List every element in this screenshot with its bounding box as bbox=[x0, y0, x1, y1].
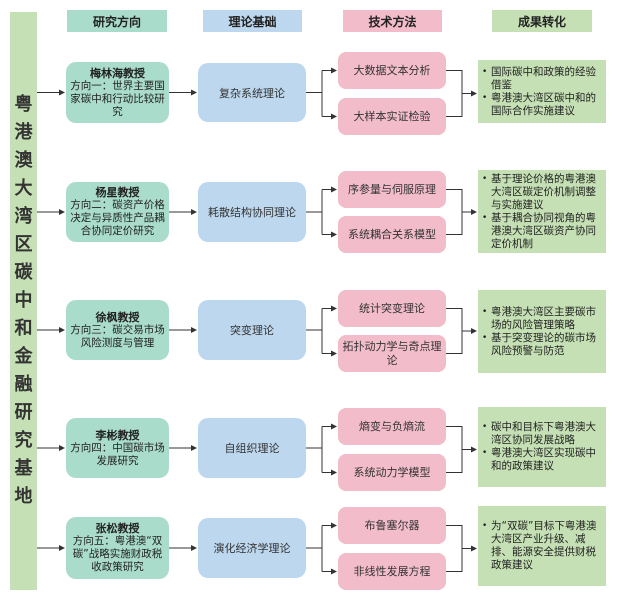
theory-box: 演化经济学理论 bbox=[198, 518, 306, 578]
result-item: 粤港澳大湾区碳中和的国际合作实施建议 bbox=[482, 92, 603, 118]
title-char: 港 bbox=[14, 122, 33, 143]
connector-arrow bbox=[446, 525, 463, 572]
title-char: 研 bbox=[14, 402, 33, 423]
connector-arrow bbox=[446, 426, 463, 473]
method-box: 拓扑动力学与奇点理论 bbox=[338, 335, 446, 372]
method-box: 布鲁塞尔器 bbox=[338, 507, 446, 544]
theory-box: 复杂系统理论 bbox=[198, 63, 306, 122]
result-box: 为“双碳”目标下粤港澳大湾区产业升级、减排、能源安全提供财税政策建议 bbox=[478, 506, 606, 586]
method-box: 大数据文本分析 bbox=[338, 52, 446, 89]
header-result: 成果转化 bbox=[492, 10, 592, 32]
result-item: 粤港澳大湾区主要碳市场的风险管理策略 bbox=[482, 306, 603, 332]
method-box: 熵变与负熵流 bbox=[338, 408, 446, 445]
result-item: 基于突变理论的碳市场风险预警与防范 bbox=[482, 332, 603, 358]
direction-box: 杨星教授 方向二：碳资产价格决定与异质性产品耦合协同定价研究 bbox=[66, 182, 169, 242]
direction-box: 梅林海教授 方向一：世界主要国家碳中和行动比较研究 bbox=[66, 62, 169, 123]
result-box: 国际碳中和政策的经验借鉴粤港澳大湾区碳中和的国际合作实施建议 bbox=[478, 60, 606, 123]
method-box: 大样本实证检验 bbox=[338, 98, 446, 135]
title-char: 粤 bbox=[14, 94, 33, 115]
title-char: 大 bbox=[14, 178, 33, 199]
header-direction: 研究方向 bbox=[67, 10, 167, 32]
connector-arrow bbox=[446, 189, 463, 235]
method-box: 序参量与伺服原理 bbox=[338, 171, 446, 208]
result-item: 碳中和目标下粤港澳大湾区协同发展战略 bbox=[482, 421, 603, 447]
direction-text: 方向三：碳交易市场风险测度与管理 bbox=[70, 323, 165, 349]
connector-arrow bbox=[446, 70, 463, 117]
header-method: 技术方法 bbox=[343, 10, 442, 32]
professor-name: 杨星教授 bbox=[95, 186, 140, 199]
method-box: 系统耦合关系模型 bbox=[338, 216, 446, 253]
title-char: 地 bbox=[14, 486, 33, 507]
result-list: 为“双碳”目标下粤港澳大湾区产业升级、减排、能源安全提供财税政策建议 bbox=[482, 520, 603, 572]
result-list: 国际碳中和政策的经验借鉴粤港澳大湾区碳中和的国际合作实施建议 bbox=[482, 66, 603, 118]
direction-box: 徐枫教授 方向三：碳交易市场风险测度与管理 bbox=[66, 300, 169, 360]
title-char: 区 bbox=[14, 234, 33, 255]
direction-text: 方向一：世界主要国家碳中和行动比较研究 bbox=[70, 79, 165, 118]
result-list: 粤港澳大湾区主要碳市场的风险管理策略基于突变理论的碳市场风险预警与防范 bbox=[482, 306, 603, 358]
title-char: 湾 bbox=[14, 206, 33, 227]
direction-box: 李彬教授 方向四：中国碳市场发展研究 bbox=[66, 418, 169, 478]
theory-box: 耗散结构协同理论 bbox=[198, 182, 306, 242]
result-item: 粤港澳大湾区实现碳中和的政策建议 bbox=[482, 447, 603, 473]
result-box: 粤港澳大湾区主要碳市场的风险管理策略基于突变理论的碳市场风险预警与防范 bbox=[478, 290, 606, 373]
theory-box: 自组织理论 bbox=[198, 418, 306, 478]
result-box: 基于理论价格的粤港澳大湾区碳定价机制调整与实施建议基于耦合协同视角的粤港澳大湾区… bbox=[478, 170, 606, 253]
title-char: 金 bbox=[14, 346, 33, 367]
title-char: 基 bbox=[14, 458, 33, 479]
connector-arrow bbox=[446, 308, 463, 354]
base-title-bar: 粤港澳大湾区碳中和金融研究基地 bbox=[10, 12, 37, 590]
professor-name: 张松教授 bbox=[95, 522, 140, 535]
direction-box: 张松教授 方向五：粤港澳“双碳”战略实施财政税收政策研究 bbox=[66, 517, 169, 579]
theory-box: 突变理论 bbox=[198, 300, 306, 360]
result-list: 基于理论价格的粤港澳大湾区碳定价机制调整与实施建议基于耦合协同视角的粤港澳大湾区… bbox=[482, 173, 603, 251]
result-item: 国际碳中和政策的经验借鉴 bbox=[482, 66, 603, 92]
direction-text: 方向四：中国碳市场发展研究 bbox=[70, 441, 165, 467]
direction-text: 方向五：粤港澳“双碳”战略实施财政税收政策研究 bbox=[72, 535, 163, 573]
result-list: 碳中和目标下粤港澳大湾区协同发展战略粤港澳大湾区实现碳中和的政策建议 bbox=[482, 421, 603, 473]
method-box: 系统动力学模型 bbox=[338, 454, 446, 491]
title-char: 融 bbox=[14, 374, 33, 395]
title-char: 中 bbox=[14, 290, 33, 311]
title-char: 和 bbox=[14, 318, 33, 339]
professor-name: 李彬教授 bbox=[95, 428, 140, 442]
result-box: 碳中和目标下粤港澳大湾区协同发展战略粤港澳大湾区实现碳中和的政策建议 bbox=[478, 407, 606, 487]
result-item: 基于理论价格的粤港澳大湾区碳定价机制调整与实施建议 bbox=[482, 173, 603, 212]
title-char: 澳 bbox=[14, 150, 33, 171]
title-char: 碳 bbox=[14, 262, 33, 283]
title-char: 究 bbox=[14, 430, 33, 451]
professor-name: 梅林海教授 bbox=[90, 66, 145, 80]
result-item: 基于耦合协同视角的粤港澳大湾区碳资产协同定价机制 bbox=[482, 212, 603, 251]
direction-text: 方向二：碳资产价格决定与异质性产品耦合协同定价研究 bbox=[70, 199, 165, 237]
header-theory: 理论基础 bbox=[203, 10, 302, 32]
method-box: 非线性发展方程 bbox=[338, 553, 446, 590]
result-item: 为“双碳”目标下粤港澳大湾区产业升级、减排、能源安全提供财税政策建议 bbox=[482, 520, 603, 572]
professor-name: 徐枫教授 bbox=[95, 310, 140, 324]
method-box: 统计突变理论 bbox=[338, 290, 446, 327]
